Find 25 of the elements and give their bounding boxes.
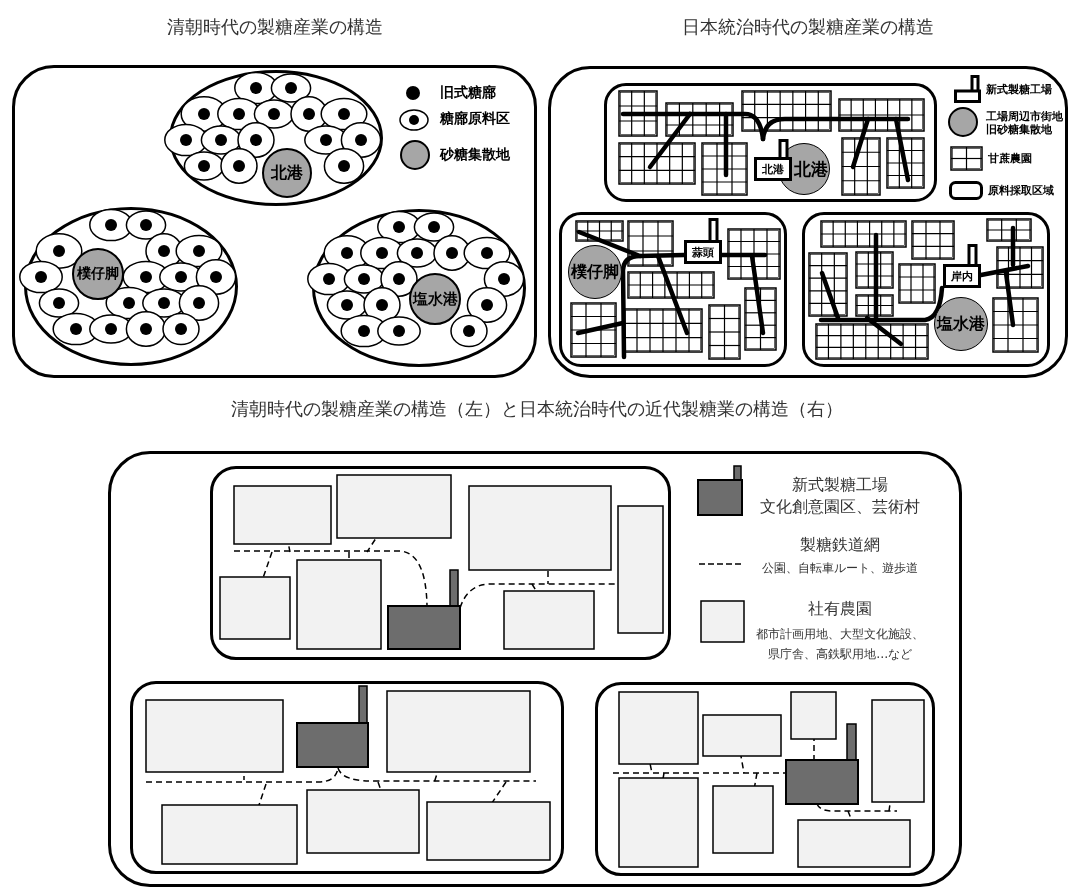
legend-label: 旧式糖廍 [440,84,496,101]
district-box [604,83,937,202]
district-box [559,212,787,367]
legend-label: 原料採取区域 [988,184,1054,198]
legend-label: 糖廍原料区 [440,110,510,127]
legend-note: 公園、自転車ルート、遊歩道 [761,561,919,577]
town-circle: 樸仔脚 [568,245,622,299]
town-circle: 樸仔脚 [72,248,124,300]
panel-heading: 清朝時代の製糖産業の構造 [165,15,384,39]
legend-label: 社有農園 [807,599,873,619]
district-box [595,682,935,876]
legend-note: 都市計画用地、大型文化施設、県庁舎、高鉄駅用地…など [755,626,926,664]
town-circle: 塩水港 [934,297,988,351]
legend-label: 砂糖集散地 [440,146,510,163]
town-circle: 塩水港 [409,273,461,325]
district-box [108,451,962,887]
legend-label: 工場周辺市街地旧砂糖集散地 [986,110,1064,137]
legend-label: 甘蔗農園 [988,152,1032,166]
caption-text: 清朝時代の製糖産業の構造（左）と日本統治時代の近代製糖業の構造（右） [229,397,844,421]
legend-label: 製糖鉄道網 [799,535,881,555]
legend-note: 文化創意園区、芸術村 [759,497,921,518]
legend-label: 新式製糖工場 [791,475,889,495]
legend-label: 新式製糖工場 [986,83,1052,97]
town-circle: 北港 [262,148,312,198]
panel-heading: 日本統治時代の製糖産業の構造 [681,15,935,39]
